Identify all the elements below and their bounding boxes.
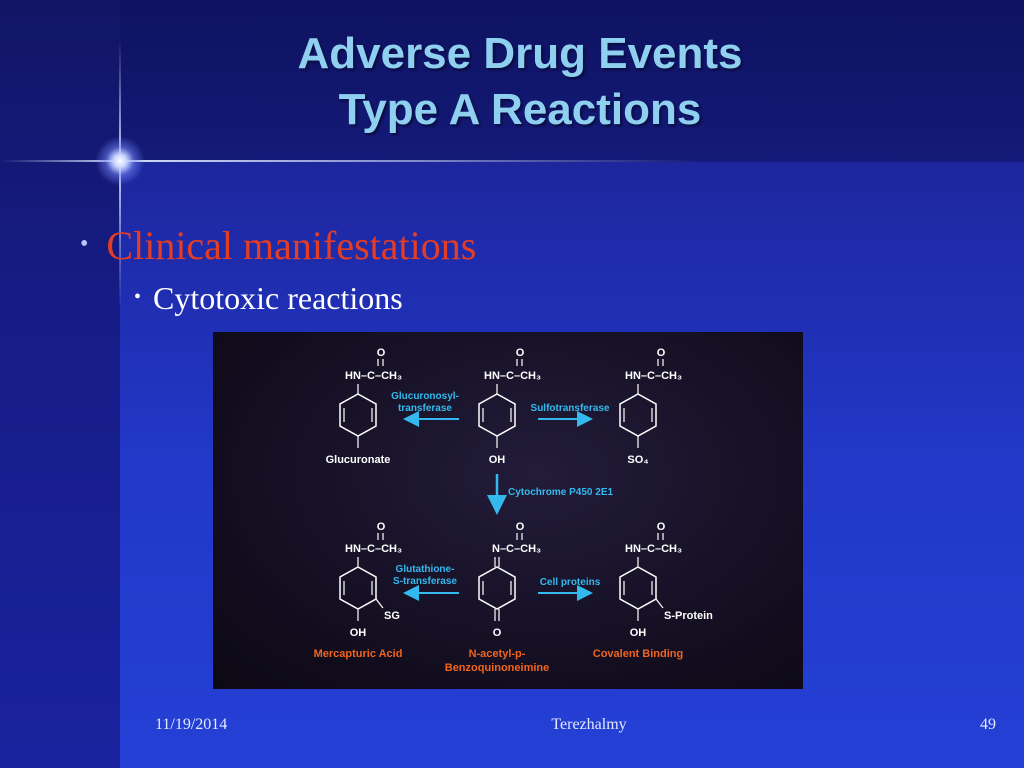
structure-bottom-center: O N–C–CH₃ O N-acetyl-p- Benzoquinoneimin… <box>445 521 550 674</box>
bullet-clinical: • Clinical manifestations <box>80 222 476 269</box>
title-line-1: Adverse Drug Events <box>297 29 743 78</box>
structure-top-right: O HN–C–CH₃ SO₄ <box>619 347 682 466</box>
bullet-dot-icon: • <box>134 286 142 308</box>
footer-date: 11/19/2014 <box>155 716 228 733</box>
structure-bottom-left: O HN–C–CH₃ SG OH Mercapturic Acid <box>314 521 403 660</box>
footer-page-number: 49 <box>980 716 996 733</box>
substituent-label: O <box>493 627 502 639</box>
bullet-cytotoxic: • Cytotoxic reactions <box>134 280 403 317</box>
oxygen-label: O <box>516 521 525 533</box>
oxygen-label: O <box>516 347 525 359</box>
lens-flare-horizontal <box>0 160 700 162</box>
benzene-ring-icon <box>339 566 377 610</box>
bullet-clinical-text: Clinical manifestations <box>106 223 477 268</box>
title-band <box>0 0 1024 162</box>
metabolism-svg: O HN–C–CH₃ Glucuronate O HN–C–CH₃ OH <box>314 347 714 674</box>
substituent-label: OH <box>630 627 647 639</box>
arrow-glutathione-conjugation: Glutathione- S-transferase <box>393 564 459 601</box>
structure-top-left: O HN–C–CH₃ Glucuronate <box>326 347 402 466</box>
substituent-label: SO₄ <box>627 454 648 466</box>
slide-title: Adverse Drug Events Type A Reactions <box>160 26 880 138</box>
product-label: Benzoquinoneimine <box>445 662 550 674</box>
benzene-ring-icon <box>619 566 657 610</box>
product-label: N-acetyl-p- <box>469 648 526 660</box>
benzene-ring-icon <box>619 393 657 437</box>
amide-head-label: HN–C–CH₃ <box>345 370 402 382</box>
product-label: Mercapturic Acid <box>314 648 403 660</box>
substituent-label: OH <box>350 627 367 639</box>
side-group-label: SG <box>384 610 400 622</box>
lens-flare-star-icon <box>95 136 145 186</box>
oxygen-label: O <box>377 347 386 359</box>
amide-head-label: HN–C–CH₃ <box>345 543 402 555</box>
arrow-oxidation: Cytochrome P450 2E1 <box>487 474 613 515</box>
product-label: Covalent Binding <box>593 648 683 660</box>
title-line-2: Type A Reactions <box>338 85 702 134</box>
oxygen-label: O <box>377 521 386 533</box>
enzyme-label: Glucuronosyl- <box>391 391 459 402</box>
arrow-protein-binding: Cell proteins <box>538 577 601 601</box>
enzyme-label: transferase <box>398 403 452 414</box>
structure-bottom-right: O HN–C–CH₃ S-Protein OH Covalent Binding <box>593 521 713 660</box>
side-group-label: S-Protein <box>664 610 713 622</box>
acetaminophen-metabolism-diagram: O HN–C–CH₃ Glucuronate O HN–C–CH₃ OH <box>213 332 803 689</box>
substituent-label: Glucuronate <box>326 454 391 466</box>
arrow-sulfation: Sulfotransferase <box>531 403 610 427</box>
enzyme-label: Cell proteins <box>540 577 601 588</box>
oxygen-label: O <box>657 521 666 533</box>
amide-head-label: HN–C–CH₃ <box>625 370 682 382</box>
amide-head-label: N–C–CH₃ <box>492 543 541 555</box>
quinone-ring-icon <box>478 566 516 610</box>
bullet-cytotoxic-text: Cytotoxic reactions <box>153 280 403 316</box>
benzene-ring-icon <box>339 393 377 437</box>
structure-top-center: O HN–C–CH₃ OH <box>478 347 541 466</box>
arrow-glucuronidation: Glucuronosyl- transferase <box>391 391 459 427</box>
amide-head-label: HN–C–CH₃ <box>484 370 541 382</box>
substituent-label: OH <box>489 454 506 466</box>
oxygen-label: O <box>657 347 666 359</box>
amide-head-label: HN–C–CH₃ <box>625 543 682 555</box>
footer-author: Terezhalmy <box>551 716 627 733</box>
enzyme-label: Sulfotransferase <box>531 403 610 414</box>
bullet-dot-icon: • <box>80 231 89 257</box>
benzene-ring-icon <box>478 393 516 437</box>
enzyme-label: S-transferase <box>393 576 457 587</box>
enzyme-label: Cytochrome P450 2E1 <box>508 487 613 498</box>
enzyme-label: Glutathione- <box>396 564 455 575</box>
left-band <box>0 0 120 768</box>
